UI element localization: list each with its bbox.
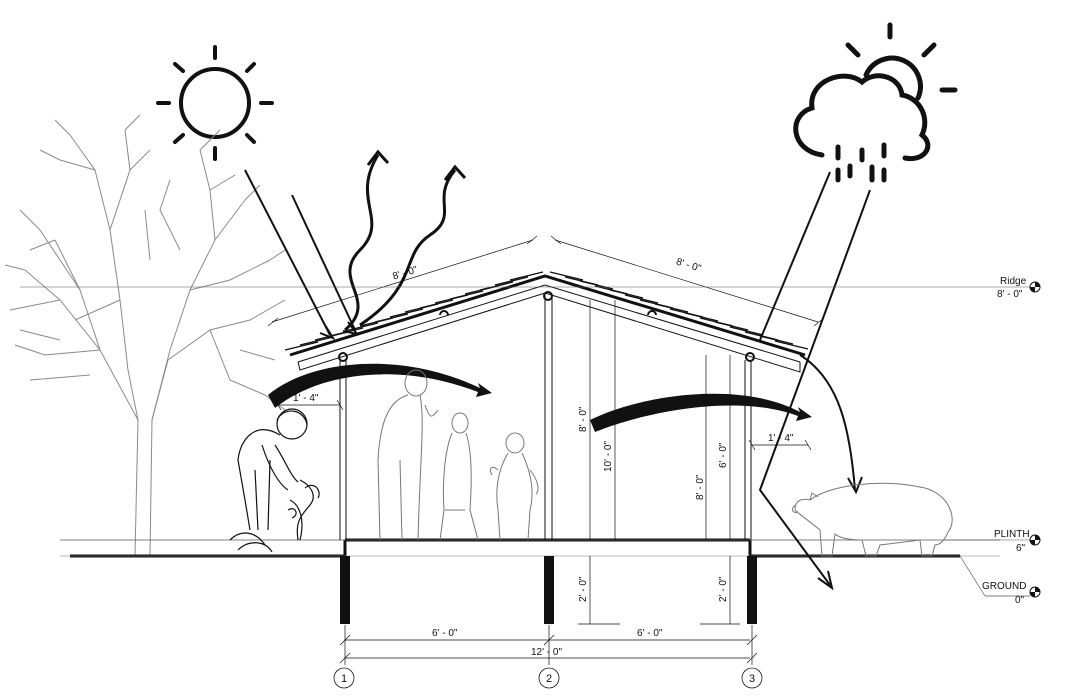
ventilation-arrows <box>268 363 812 432</box>
rain-cloud-icon <box>793 22 958 183</box>
level-plinth-value: 6" <box>1016 543 1026 554</box>
dim-roof-right: 8' - 0" <box>675 257 703 275</box>
dim-footing-center: 2' - 0" <box>578 576 589 602</box>
family-figures <box>377 369 539 541</box>
pig-icon <box>791 482 953 557</box>
dim-height-center-2: 10' - 0" <box>603 441 614 472</box>
dim-overhang-left: 1' - 4" <box>293 393 319 404</box>
solar-radiation-arrows <box>244 149 467 340</box>
dim-total-span: 12' - 0" <box>531 647 562 658</box>
grid-bubble-3: 3 <box>749 673 755 685</box>
level-ground-name: GROUND <box>982 581 1026 592</box>
grid-bubble-2: 2 <box>546 673 552 685</box>
roof <box>284 271 809 373</box>
sun-icon <box>156 45 274 161</box>
dim-height-right-1: 6' - 0" <box>718 442 729 468</box>
grid-bubble-1: 1 <box>341 673 347 685</box>
level-ridge-symbol <box>1029 281 1041 293</box>
level-ridge-value: 8' - 0" <box>997 289 1023 300</box>
gardener-figure <box>229 408 320 553</box>
rain-runoff-arrows <box>758 171 871 591</box>
dim-bay-left: 6' - 0" <box>432 628 458 639</box>
dim-bay-right: 6' - 0" <box>637 628 663 639</box>
dim-footing-right: 2' - 0" <box>718 576 729 602</box>
level-ground-symbol <box>1029 586 1041 598</box>
level-ridge-name: Ridge <box>1000 276 1027 287</box>
footings <box>340 556 757 624</box>
dim-overhang-right: 1' - 4" <box>768 433 794 444</box>
columns <box>339 295 752 540</box>
level-ground-value: 0" <box>1015 595 1025 606</box>
level-plinth-symbol <box>1029 534 1041 546</box>
dim-height-right-2: 8' - 0" <box>695 474 706 500</box>
ground-line <box>60 538 1000 558</box>
dim-height-center-1: 8' - 0" <box>578 406 589 432</box>
level-markers: Ridge 8' - 0" PLINTH 6" GROUND 0" <box>982 276 1041 606</box>
grid-bubbles: 1 2 3 <box>333 667 763 689</box>
tree-icon <box>4 114 286 556</box>
level-plinth-name: PLINTH <box>994 529 1030 540</box>
dimension-lines <box>20 235 1030 665</box>
dimension-labels: 8' - 0" 8' - 0" 1' - 4" 1' - 4" 8' - 0" … <box>293 257 794 658</box>
